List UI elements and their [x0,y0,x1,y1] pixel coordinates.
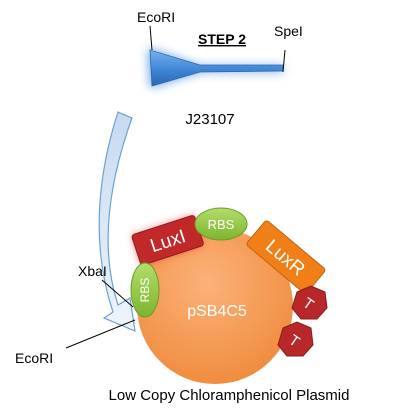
spei-label: SpeI [274,23,303,39]
spei-tick [282,49,286,73]
terminator-2: T [277,321,314,357]
plasmid-label: pSB4C5 [187,303,247,320]
step-title: STEP 2 [198,31,246,47]
plasmid-circle [137,228,293,384]
promoter-part [148,48,284,88]
rbs-top-label: RBS [208,217,235,232]
ecori-top-label: EcoRI [137,9,175,25]
terminator-1: T [291,285,328,320]
ecori-bottom-label: EcoRI [15,350,53,366]
ecori-bottom-pointer [65,319,136,349]
rbs-left-label: RBS [138,278,152,303]
xbai-label: XbaI [78,263,107,279]
xbai-pointer [101,279,134,308]
promoter-label: J23107 [185,111,234,128]
caption: Low Copy Chloramphenicol Plasmid [109,387,350,404]
rbs-left: RBS [130,262,160,318]
ecori-top-tick [149,25,153,51]
rbs-top: RBS [194,207,248,241]
luxi-gene: LuxI [131,215,204,266]
transfer-arrow [98,111,136,332]
